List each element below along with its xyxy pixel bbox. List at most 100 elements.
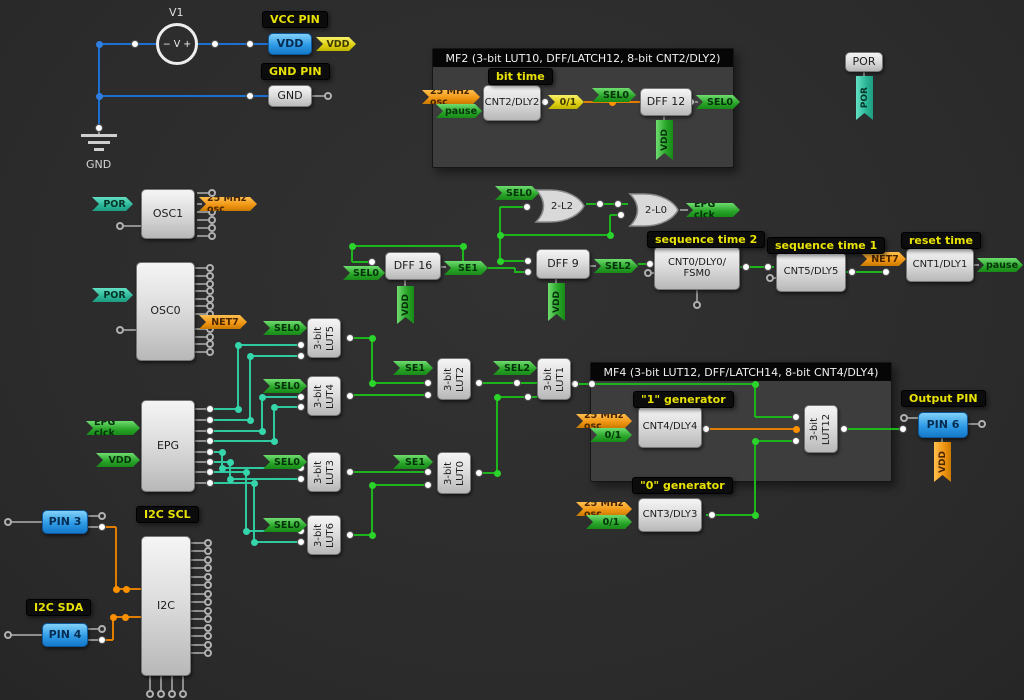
osc1-block[interactable]: OSC1 xyxy=(141,189,195,239)
net-flag-sel0[interactable]: SEL0 xyxy=(696,95,740,109)
annotation-1-generator[interactable]: "1" generator xyxy=(633,391,734,408)
pin3-block[interactable]: PIN 3 xyxy=(42,510,88,534)
connection-dot xyxy=(524,257,532,265)
pin-stub xyxy=(191,550,205,552)
wire-segment xyxy=(350,470,432,474)
net-flag-net7[interactable]: NET7 xyxy=(860,252,906,266)
cnt4-dly4-block[interactable]: CNT4/DLY4 xyxy=(638,406,702,448)
net-flag-sel0[interactable]: SEL0 xyxy=(263,455,307,469)
lut2-block[interactable]: 3-bit LUT2 xyxy=(437,358,471,400)
net-flag-vdd-vertical[interactable]: VDD xyxy=(548,283,565,321)
pin-stub xyxy=(191,627,205,629)
wire-segment xyxy=(968,423,981,425)
junction-dot xyxy=(234,341,242,349)
lut4-block[interactable]: 3-bit LUT4 xyxy=(307,376,341,416)
lut1-block[interactable]: 3-bit LUT1 xyxy=(537,358,571,400)
wire-segment xyxy=(88,628,100,630)
net-flag-por[interactable]: POR xyxy=(92,197,133,211)
net-flag-se1[interactable]: SE1 xyxy=(393,361,433,375)
vdd-pin-block[interactable]: VDD xyxy=(268,33,312,55)
net-flag-vdd[interactable]: VDD xyxy=(96,453,140,467)
net-flag-sel0[interactable]: SEL0 xyxy=(343,266,385,280)
net-flag-epg-clck[interactable]: EPG clck xyxy=(686,203,740,217)
net-flag-0-1[interactable]: 0/1 xyxy=(548,95,584,109)
pin4-block[interactable]: PIN 4 xyxy=(42,623,88,647)
or-gate-2-l0[interactable]: 2-L0 xyxy=(628,192,680,228)
cnt3-dly3-block[interactable]: CNT3/DLY3 xyxy=(638,498,702,532)
open-pin xyxy=(644,269,652,277)
net-flag-sel0[interactable]: SEL0 xyxy=(263,321,307,335)
or-gate-2-l2[interactable]: 2-L2 xyxy=(534,188,586,224)
voltage-source-v1[interactable]: − V + xyxy=(156,23,198,65)
gnd-pin-block[interactable]: GND xyxy=(268,85,312,107)
annotation-bit-time[interactable]: bit time xyxy=(488,68,553,85)
net-flag-se1[interactable]: SE1 xyxy=(444,261,488,275)
junction-dot xyxy=(95,40,103,48)
wire-segment xyxy=(706,513,755,517)
epg-block-label: EPG xyxy=(156,438,180,452)
annotation-i2c-scl[interactable]: I2C SCL xyxy=(136,506,199,523)
net-flag-sel2[interactable]: SEL2 xyxy=(594,259,638,273)
net-flag-sel0[interactable]: SEL0 xyxy=(592,88,636,102)
lut3-block[interactable]: 3-bit LUT3 xyxy=(307,452,341,492)
wire-segment xyxy=(974,264,979,266)
lut6-block[interactable]: 3-bit LUT6 xyxy=(307,515,341,555)
net-flag-vdd-vertical[interactable]: VDD xyxy=(397,286,414,324)
lut5-block[interactable]: 3-bit LUT5 xyxy=(307,318,341,358)
net-flag-sel0[interactable]: SEL0 xyxy=(495,186,539,200)
net-flag-vdd-vertical[interactable]: VDD xyxy=(656,120,673,160)
net-flag-sel0[interactable]: SEL0 xyxy=(263,379,307,393)
net-flag-sel2[interactable]: SEL2 xyxy=(493,361,537,375)
net-flag-net7[interactable]: NET7 xyxy=(199,315,247,329)
i2c-block[interactable]: I2C xyxy=(141,536,191,676)
net-flag-epg-clck[interactable]: EPG clck xyxy=(86,421,140,435)
junction-dot xyxy=(493,469,501,477)
junction-dot xyxy=(250,479,258,487)
lut12-block[interactable]: 3-bit LUT12 xyxy=(804,405,838,453)
net-flag-pause[interactable]: pause xyxy=(436,104,482,118)
cnt5-dly5-block[interactable]: CNT5/DLY5 xyxy=(776,252,846,292)
dff16-block[interactable]: DFF 16 xyxy=(385,252,441,280)
net-flag-por-vertical[interactable]: POR xyxy=(856,76,873,120)
or-gate-2-l0-label: 2-L0 xyxy=(645,204,667,216)
net-flag-25mhz-osc[interactable]: 25 MHz osc xyxy=(199,197,257,211)
net-flag-0-1[interactable]: 0/1 xyxy=(586,515,632,529)
cnt2-dly2-block[interactable]: CNT2/DLY2 xyxy=(483,85,541,121)
dff9-block[interactable]: DFF 9 xyxy=(536,249,590,279)
por-block[interactable]: POR xyxy=(845,52,883,72)
connection-dot xyxy=(346,334,354,342)
osc1-output-pins xyxy=(208,232,216,240)
lut0-block[interactable]: 3-bit LUT0 xyxy=(437,452,471,494)
annotation-output-pin[interactable]: Output PIN xyxy=(901,390,986,407)
annotation-sequence-time-2[interactable]: sequence time 2 xyxy=(647,231,766,248)
pin6-block[interactable]: PIN 6 xyxy=(918,412,968,438)
net-flag-25mhz-osc[interactable]: 25 MHz osc xyxy=(576,502,632,516)
epg-block[interactable]: EPG xyxy=(141,400,195,492)
net-flag-sel0[interactable]: SEL0 xyxy=(263,518,307,532)
annotation-sequence-time-1[interactable]: sequence time 1 xyxy=(767,237,886,254)
net-flag-vdd-vertical[interactable]: VDD xyxy=(934,442,951,482)
net-flag-vdd-vertical-label: VDD xyxy=(937,451,948,473)
osc0-block[interactable]: OSC0 xyxy=(136,262,195,361)
wire-segment xyxy=(209,418,250,422)
net-flag-pause[interactable]: pause xyxy=(977,258,1023,272)
net-flag-se1[interactable]: SE1 xyxy=(393,455,433,469)
connection-dot xyxy=(95,124,103,132)
net-flag-por[interactable]: POR xyxy=(92,288,133,302)
i2c-block-label: I2C xyxy=(157,598,175,612)
cnt1-dly1-block[interactable]: CNT1/DLY1 xyxy=(906,248,974,282)
net-flag-vdd[interactable]: VDD xyxy=(316,37,356,51)
annotation-reset-time[interactable]: reset time xyxy=(901,232,981,249)
por-block-label: POR xyxy=(852,54,876,68)
annotation-i2c-sda[interactable]: I2C SDA xyxy=(26,599,92,616)
net-flag-25mhz-osc[interactable]: 25 MHz osc xyxy=(422,90,480,104)
annotation-gnd-pin[interactable]: GND PIN xyxy=(261,63,330,80)
mf4-macrocell[interactable]: MF4 (3-bit LUT12, DFF/LATCH14, 8-bit CNT… xyxy=(590,362,892,482)
annotation-0-generator[interactable]: "0" generator xyxy=(632,477,733,494)
net-flag-0-1[interactable]: 0/1 xyxy=(590,428,632,442)
annotation-vcc-pin[interactable]: VCC PIN xyxy=(262,11,328,28)
cnt0-dly0-fsm0-block[interactable]: CNT0/DLY0/ FSM0 xyxy=(654,246,740,290)
net-flag-25mhz-osc[interactable]: 25 MHz osc xyxy=(576,414,632,428)
dff12-block[interactable]: DFF 12 xyxy=(640,88,692,116)
